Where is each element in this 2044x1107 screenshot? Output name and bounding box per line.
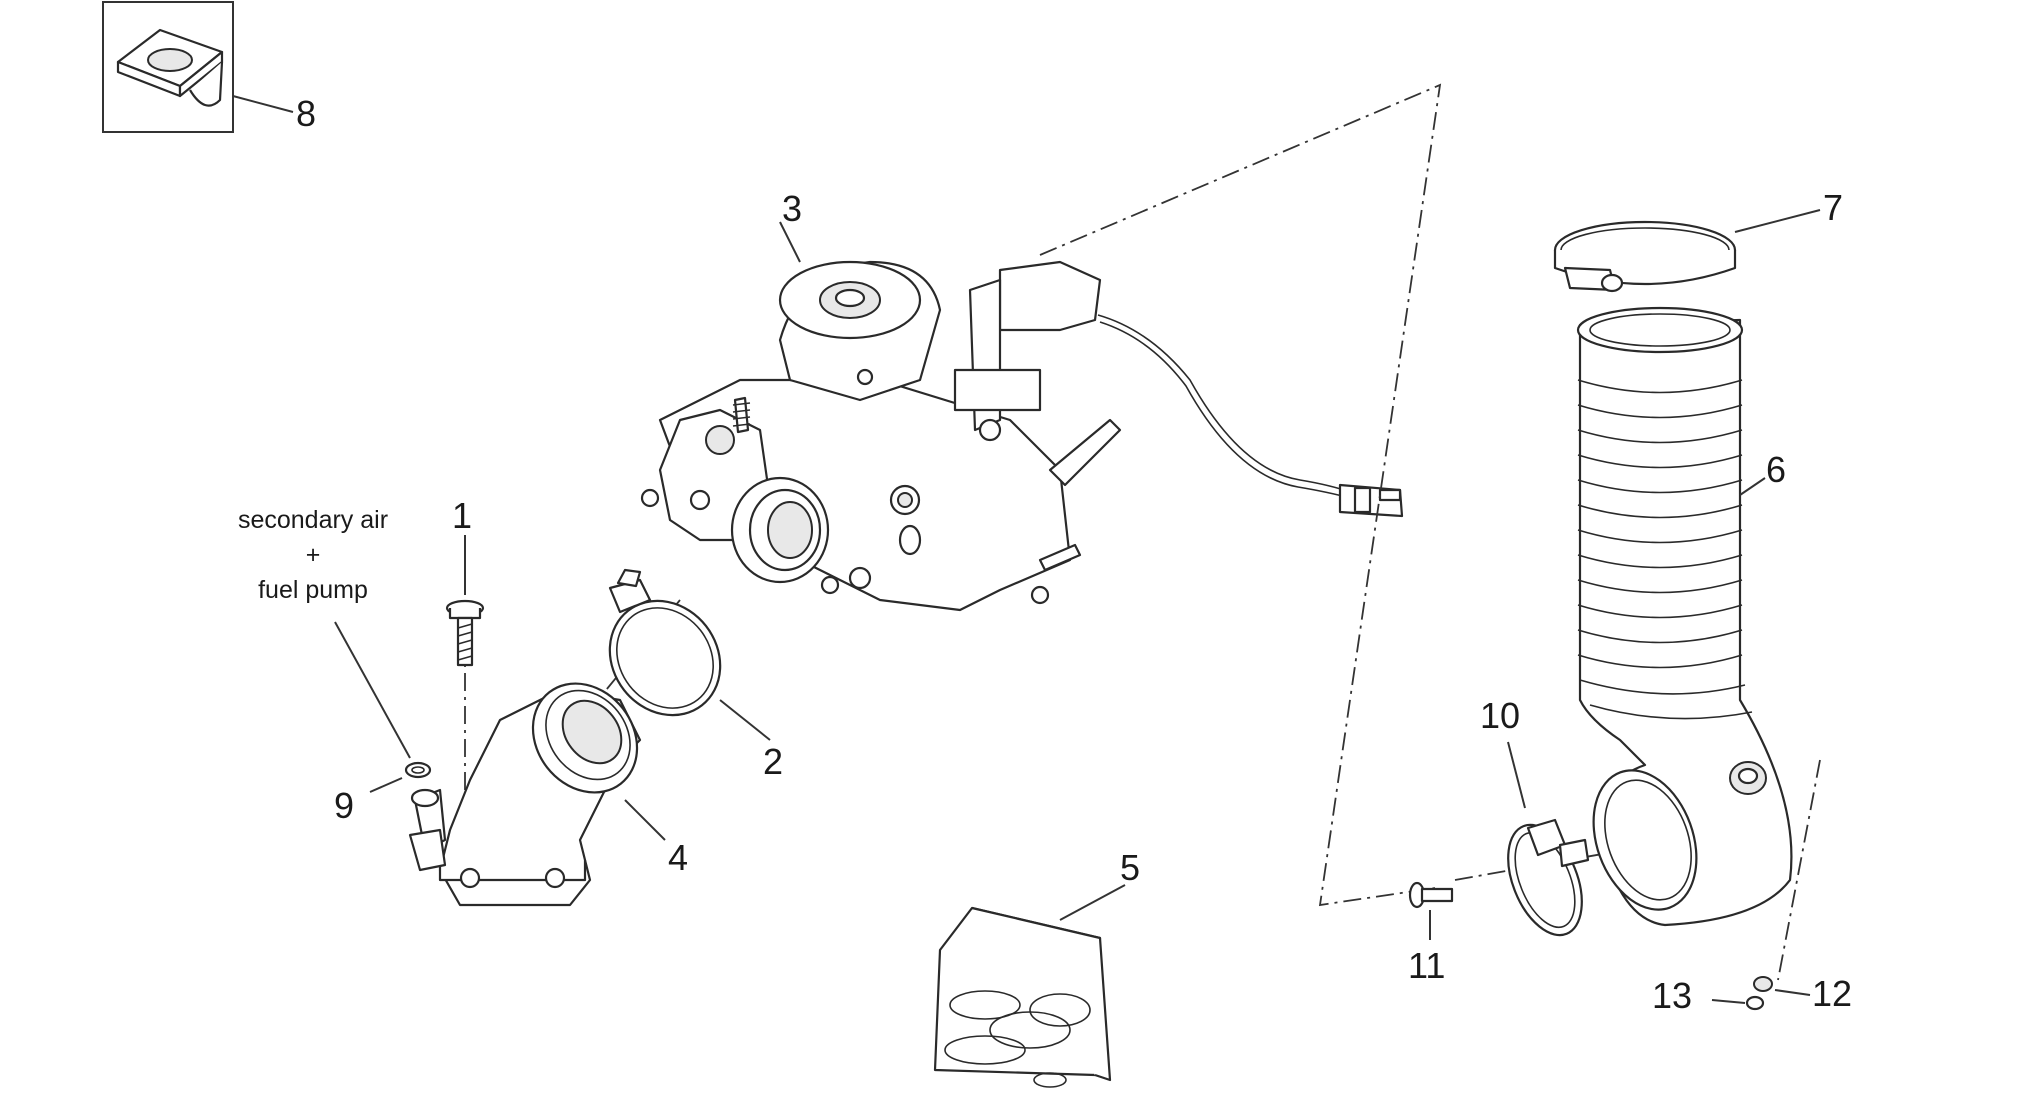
note-fuel-pump: fuel pump (258, 576, 368, 604)
part-10-small-clamp (1507, 741, 1590, 937)
part-2-hose-clamp (608, 568, 771, 741)
callout-13: 13 (1652, 975, 1692, 1016)
alignment-line-carb-to-hose (1039, 83, 1442, 907)
callout-4: 4 (668, 837, 688, 878)
callout-5: 5 (1120, 847, 1140, 888)
part-3-carburetor (640, 221, 1404, 612)
part-1-screw (445, 535, 485, 667)
alignment-line-right (1454, 849, 1626, 881)
part-11-pin (1408, 881, 1454, 940)
part-7-top-clamp (1553, 209, 1821, 293)
callout-8: 8 (296, 93, 316, 134)
callout-6: 6 (1766, 449, 1786, 490)
part-6-bellows-hose (1576, 306, 1793, 927)
callout-3: 3 (782, 188, 802, 229)
note-plus: + (306, 541, 321, 569)
callout-2: 2 (763, 741, 783, 782)
callout-9: 9 (334, 785, 354, 826)
part-4-intake-manifold (408, 682, 666, 907)
alignment-line-12-13 (1777, 759, 1821, 981)
callout-10: 10 (1480, 695, 1520, 736)
callout-11: 11 (1408, 945, 1445, 986)
callout-1: 1 (452, 495, 472, 536)
callout-7: 7 (1823, 187, 1843, 228)
note-secondary-air: secondary air (238, 506, 388, 534)
part-8-clip-nut (102, 1, 294, 133)
part-12-13-washers (1711, 976, 1811, 1011)
part-5-gasket-kit (933, 884, 1126, 1088)
callout-12: 12 (1812, 973, 1852, 1014)
part-9-cap (334, 621, 432, 793)
